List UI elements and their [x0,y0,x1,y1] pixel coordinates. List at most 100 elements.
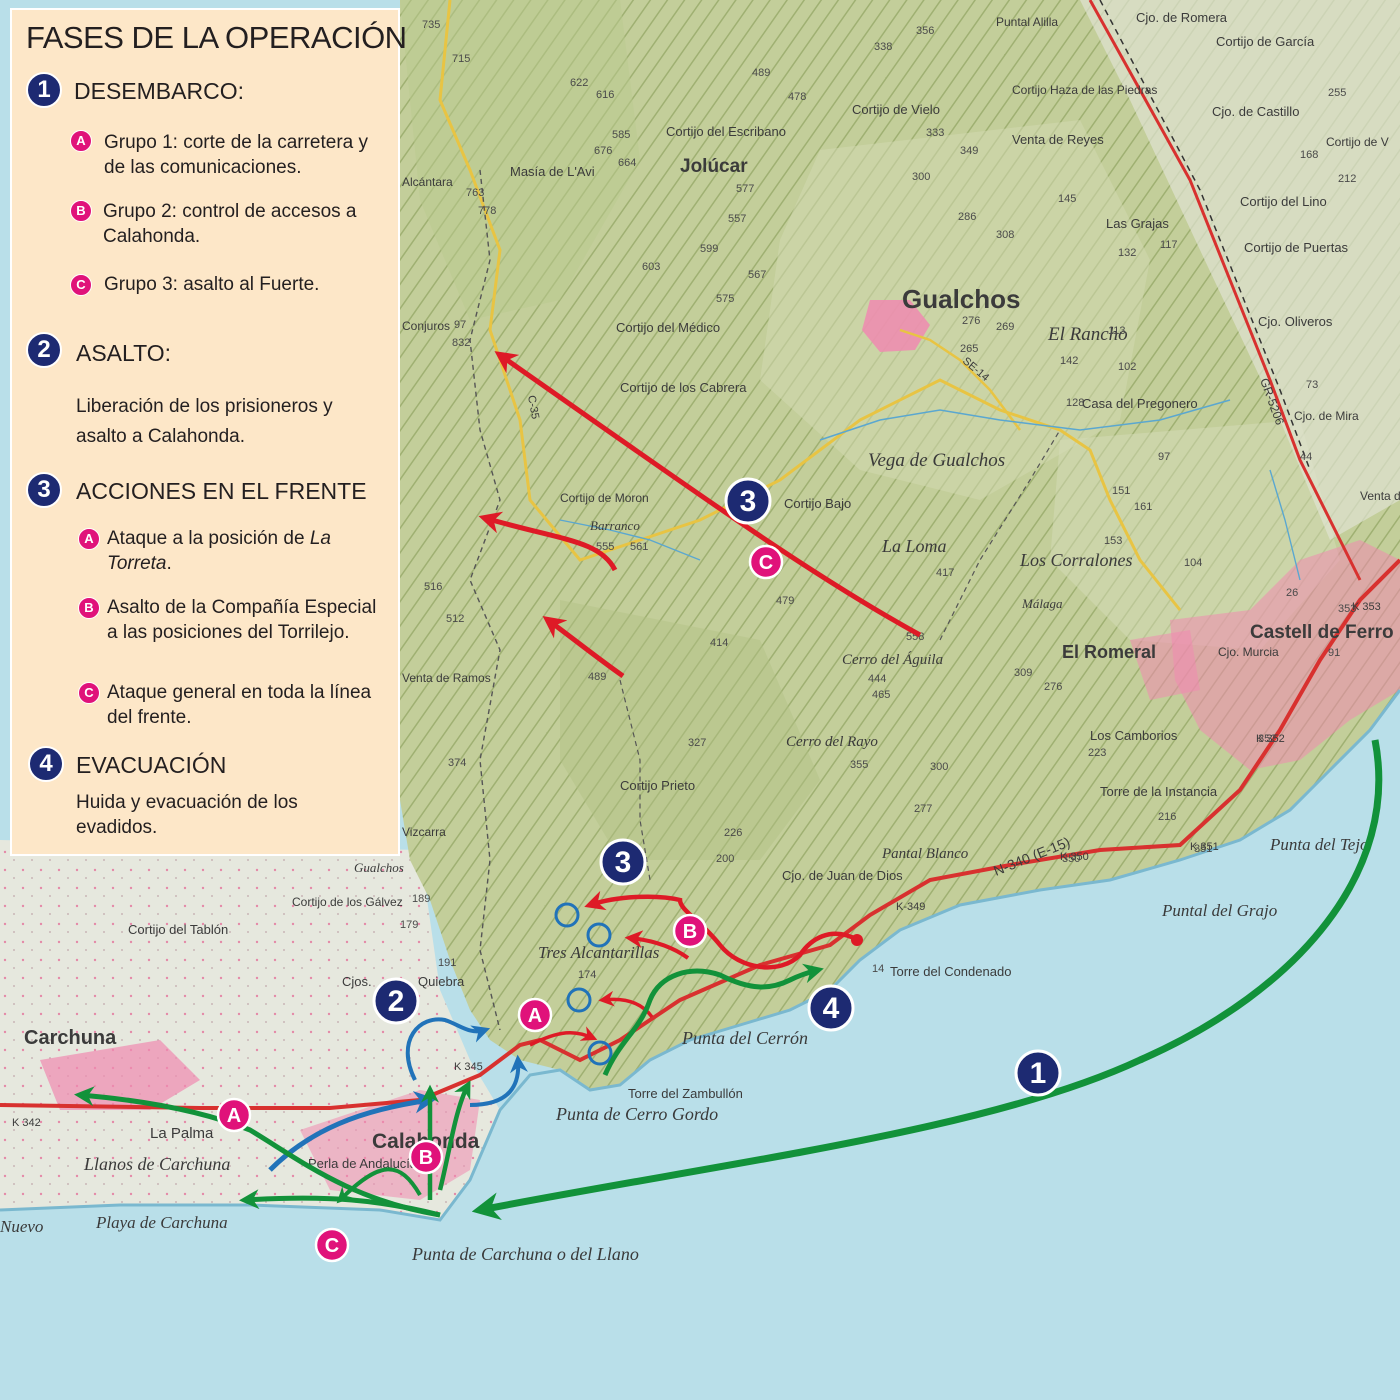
stream [819,399,1231,441]
place-label: Las Grajas [1106,216,1169,231]
town-label: Gualchos [902,284,1020,314]
arrow-red-small [529,1026,598,1047]
place-label: Vega de Gualchos [868,450,1005,471]
elevation-label: 489 [752,67,770,79]
arrow-blue-assault [268,1091,437,1172]
elevation-label: 168 [1300,149,1318,161]
map-sub-badge [672,913,708,949]
place-label: Pantal Blanco [881,846,969,862]
place-label: Cortijo de Vielo [852,102,940,117]
elevation-label: 374 [448,757,466,769]
elevation-label: 91 [1328,647,1340,659]
map-phase-badge [599,838,647,886]
elevation-label: 356 [916,25,934,37]
elevation-label: 349 [960,145,978,157]
elevation-label: 265 [960,343,978,355]
place-label: Cortijo de V [1326,135,1389,149]
elevation-label: 567 [748,269,766,281]
coast-label: Punta del Cerrón [681,1028,808,1048]
position-circle [566,987,592,1013]
elevation-label: 132 [1118,247,1136,259]
road-label: K 353 [1352,601,1381,613]
place-label: Venta de Is [1360,489,1400,503]
arrow-green-landing [471,739,1383,1221]
elevation-label: 161 [1134,501,1152,513]
elevation-label: 309 [1014,667,1032,679]
map-badge-label: 1 [1030,1057,1047,1090]
road-label: C-35 [525,394,541,420]
calahonda-urban [300,1090,480,1200]
romeral-urban [1130,630,1200,700]
road-label: K 342 [12,1117,41,1129]
road-n340 [0,558,1400,1110]
place-label: Cortijo del Tablón [128,922,228,937]
coast-label: Puntal del Grajo [1161,901,1277,920]
road-gr5206-dash [1099,0,1311,471]
arrow-blue-assault [405,1017,491,1081]
town-label: El Romeral [1062,642,1156,662]
place-label: Cerro del Águila [842,651,943,668]
place-label: Málaga [1021,596,1063,611]
place-label: Vizcarra [402,825,446,839]
map-sub-badge [216,1097,252,1133]
elevation-label: 145 [1058,193,1076,205]
place-label: Barranco [590,518,640,533]
place-label: Puntal Alilla [996,15,1058,29]
elevation-label: 97 [1158,451,1170,463]
road-label: K 352 [1256,733,1285,745]
elevation-label: 308 [996,229,1014,241]
place-label: Masía de L'Avi [510,164,595,179]
elevation-label: 414 [710,637,728,649]
position-circle [554,902,580,928]
arrow-red-small [584,890,860,970]
elevation-label: 189 [412,893,430,905]
elevation-label: 200 [716,853,734,865]
elevation-label: 417 [936,567,954,579]
arrow-red-attack [542,615,625,679]
sub-badge: B [70,200,92,222]
place-label: Cerro del Rayo [786,734,878,750]
elevation-label: 352 [1258,733,1276,745]
map-badge-label: B [419,1147,433,1169]
valley [1080,0,1400,540]
elevation-label: 557 [728,213,746,225]
elevation-points: 3563384784896226165856766645775575996035… [400,19,1356,981]
elevation-label: 338 [874,41,892,53]
elevation-label: 191 [438,957,456,969]
map-sub-badge [748,544,784,580]
elevation-label: 151 [1112,485,1130,497]
place-label: Conjuros [402,319,450,333]
elevation-label: 73 [1306,379,1318,391]
map-badge-label: C [325,1235,339,1257]
elevation-label: 616 [596,89,614,101]
phase-badge: 3 [26,472,62,508]
elevation-label: 226 [724,827,742,839]
arrow-red-origin [851,934,863,946]
elevation-label: 355 [850,759,868,771]
legend-item: Ataque a la posición de La Torreta. [107,526,377,576]
legend-item: Asalto de la Compañía Especial a las pos… [107,597,377,643]
elevation-label: 216 [1158,811,1176,823]
arrow-red-attack [494,351,922,638]
legend-item-text: Ataque a la posición de [107,528,310,549]
relief-shade [560,600,820,860]
road-yellow [438,0,1182,611]
map-badge-label: 4 [823,992,840,1025]
place-label: Venta de Reyes [1012,132,1104,147]
map-phase-badge [807,984,855,1032]
arrow-green-evac [602,963,824,1076]
phase-badge: 4 [28,746,64,782]
place-label: Alcántara [402,175,453,189]
road-label: K 351 [1190,841,1219,853]
elevation-label: 516 [424,581,442,593]
track [619,679,651,881]
sub-badge: C [78,682,100,704]
place-label: Quiebra [418,974,465,989]
elevation-label: 333 [926,127,944,139]
place-label: El Rancho [1047,324,1128,345]
place-label: Venta de Ramos [402,671,491,685]
place-label: Torre del Zambullón [628,1086,743,1101]
elevation-label: 26 [1286,587,1298,599]
elevation-label: 269 [996,321,1014,333]
elevation-label: 577 [736,183,754,195]
